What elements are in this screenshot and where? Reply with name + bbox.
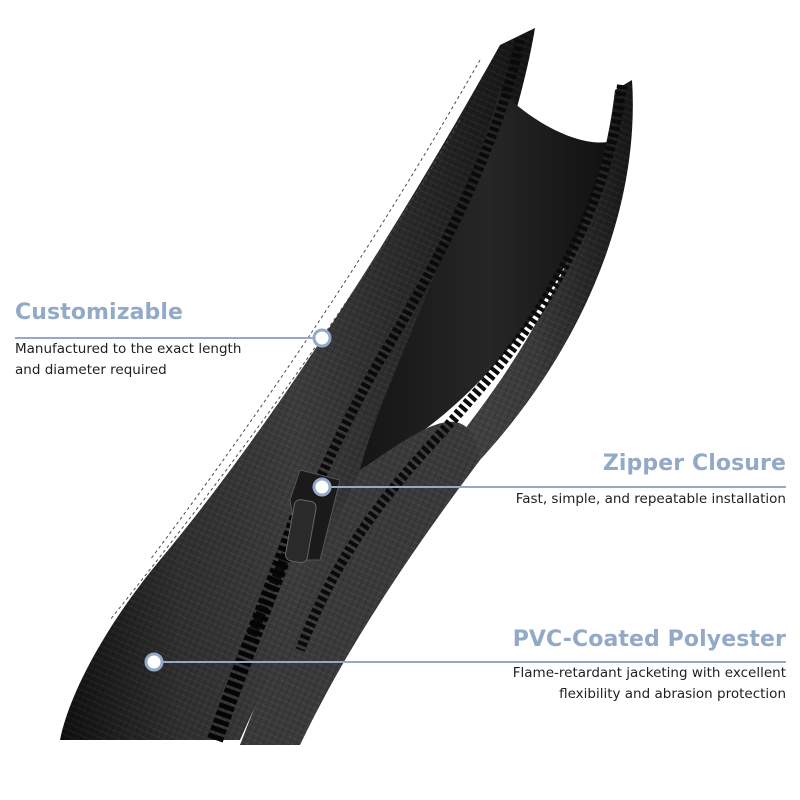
callout-description-line: Flame-retardant jacketing with excellent xyxy=(512,665,786,681)
callout-title: Zipper Closure xyxy=(602,451,786,476)
sleeve-inner-lining xyxy=(360,90,615,470)
callout-description-line: Manufactured to the exact length xyxy=(15,341,242,357)
callout-leader-customizable xyxy=(15,328,332,348)
callout-description-line: Fast, simple, and repeatable installatio… xyxy=(515,491,786,507)
callout-description-line: and diameter required xyxy=(15,362,167,378)
callout-zipper-closure: Zipper Closure Fast, simple, and repeata… xyxy=(456,451,786,510)
callout-leader-zipper xyxy=(312,477,786,497)
callout-title: PVC-Coated Polyester xyxy=(512,627,786,652)
callout-description: Flame-retardant jacketing with excellent… xyxy=(456,663,786,705)
zipper-teeth-left xyxy=(245,39,525,642)
callout-leader-pvc xyxy=(144,652,786,672)
callout-description-line: flexibility and abrasion protection xyxy=(559,686,786,702)
stitch-line xyxy=(149,59,481,561)
callout-description: Manufactured to the exact length and dia… xyxy=(15,339,315,381)
callout-pvc-coated-polyester: PVC-Coated Polyester Flame-retardant jac… xyxy=(456,627,786,705)
callout-customizable: Customizable Manufactured to the exact l… xyxy=(15,300,315,381)
callout-description: Fast, simple, and repeatable installatio… xyxy=(456,489,786,510)
callout-title: Customizable xyxy=(15,300,184,325)
